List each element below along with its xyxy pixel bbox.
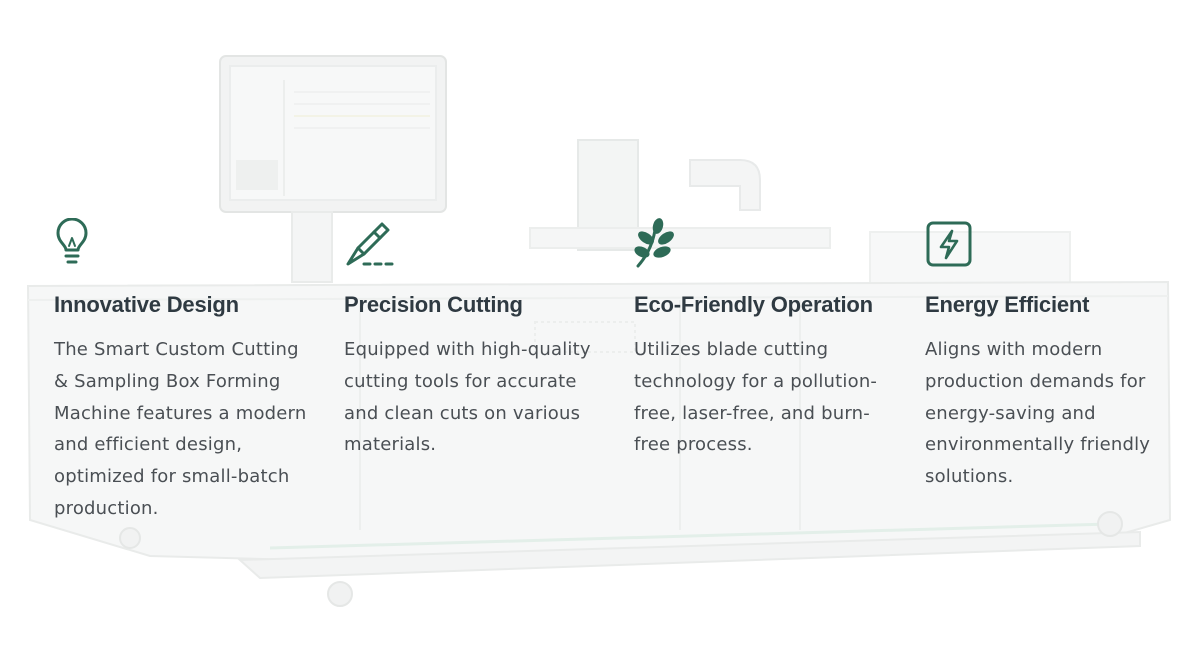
lightning-icon <box>925 218 1165 270</box>
feature-title: Energy Efficient <box>925 292 1090 317</box>
lightbulb-icon <box>54 218 314 270</box>
features-row: Innovative Design The Smart Custom Cutti… <box>54 218 1184 538</box>
feature-title: Precision Cutting <box>344 292 523 317</box>
feature-description: The Smart Custom Cutting & Sampling Box … <box>54 339 307 519</box>
feature-description: Aligns with modern production demands fo… <box>925 339 1151 488</box>
feature-title: Eco-Friendly Operation <box>634 292 873 317</box>
feature-card-precision-cutting: Precision Cutting Equipped with high-qua… <box>344 218 604 461</box>
feature-description: Utilizes blade cutting technology for a … <box>634 339 878 456</box>
feature-card-energy-efficient: Energy Efficient Aligns with modern prod… <box>925 218 1165 493</box>
feature-title: Innovative Design <box>54 292 239 317</box>
feature-card-innovative-design: Innovative Design The Smart Custom Cutti… <box>54 218 314 525</box>
feature-card-eco-friendly: Eco-Friendly Operation Utilizes blade cu… <box>634 218 894 461</box>
leaf-icon <box>634 218 894 270</box>
scalpel-icon <box>344 218 604 270</box>
feature-description: Equipped with high-quality cutting tools… <box>344 339 591 456</box>
